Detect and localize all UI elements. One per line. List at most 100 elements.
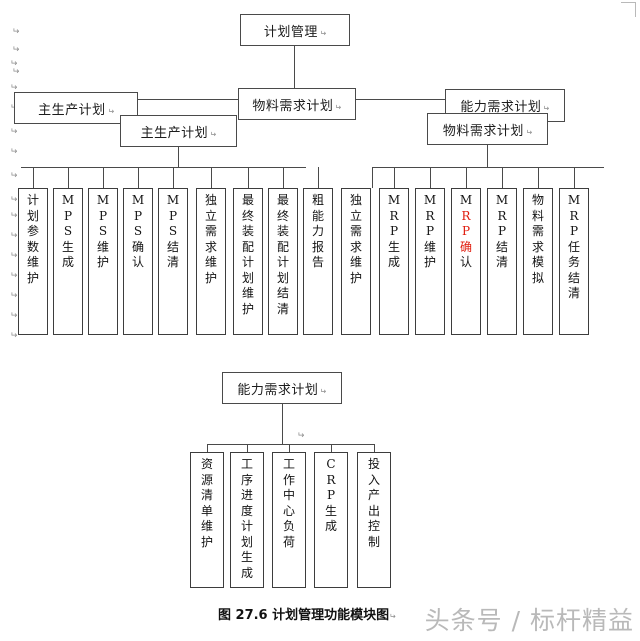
vertical-text-char: 需 <box>349 224 362 238</box>
paragraph-mark-icon: ↵ <box>10 171 18 181</box>
vertical-text-char: 投 <box>367 457 380 471</box>
vertical-text-char: P <box>461 224 471 238</box>
paragraph-mark-icon: ↵ <box>106 106 114 116</box>
mps-child-drop <box>211 167 212 188</box>
node-capacity-requirement-planning-detail-label: 能力需求计划↵ <box>237 382 327 398</box>
mps-child-drop <box>318 167 319 188</box>
vertical-text-char: 成 <box>61 255 74 269</box>
mrp-child-drop <box>394 167 395 188</box>
vertical-text-char: M <box>61 193 75 207</box>
vertical-text: 计划参数维护 <box>19 189 47 334</box>
paragraph-mark-icon: ↵ <box>10 291 18 301</box>
leaf-crp-child-1: 工序进度计划生成 <box>230 452 264 588</box>
vertical-text-char: 装 <box>276 224 289 238</box>
leaf-mps-child-7: 最终装配计划结清 <box>268 188 298 335</box>
paragraph-mark-icon: ↵ <box>542 104 550 113</box>
vertical-text-char: 力 <box>311 224 324 238</box>
node-capacity-requirement-planning-label: 能力需求计划↵ <box>460 100 550 115</box>
vertical-text-char: S <box>168 224 178 238</box>
vertical-text-char: 作 <box>282 472 295 487</box>
vertical-text-char: 划 <box>241 270 254 285</box>
crp-child-drop <box>374 444 375 452</box>
mrp-child-drop <box>574 167 575 188</box>
vertical-text-char: 清 <box>495 255 508 269</box>
vertical-text-char: 清 <box>567 286 580 300</box>
page-corner-mark <box>621 2 636 17</box>
vertical-text-char: 成 <box>324 519 337 533</box>
vertical-text-char: C <box>326 457 336 471</box>
vertical-text-char: 资 <box>200 457 213 471</box>
vertical-text-char: 告 <box>311 255 324 269</box>
vertical-text-char: 源 <box>200 472 213 487</box>
mps-child-drop <box>138 167 139 188</box>
vertical-text-char: 护 <box>26 270 39 285</box>
paragraph-mark-icon: ↵ <box>10 127 18 137</box>
vertical-text-char: 维 <box>96 239 109 254</box>
vertical-text-char: 拟 <box>531 270 544 285</box>
vertical-text-char: 能 <box>311 208 324 223</box>
vertical-text-char: 中 <box>282 488 295 502</box>
mrp-child-drop <box>502 167 503 188</box>
vertical-text-char: M <box>166 193 180 207</box>
vertical-text-char: P <box>63 208 73 223</box>
vertical-text-char: 度 <box>240 503 253 518</box>
vertical-text-char: 序 <box>240 472 253 487</box>
vertical-text-char: 维 <box>200 519 213 533</box>
vertical-text-char: M <box>131 193 145 207</box>
crp-bus <box>207 444 374 445</box>
vertical-text-char: 料 <box>531 208 544 223</box>
paragraph-mark-icon: ↵ <box>10 195 18 205</box>
mrp-child-drop <box>430 167 431 188</box>
leaf-mrp-child-5: 物料需求模拟 <box>523 188 553 335</box>
vertical-text-char: 计 <box>240 519 253 533</box>
vertical-text-char: P <box>168 208 178 223</box>
vertical-text-char: R <box>425 208 435 223</box>
mrp-bus <box>372 167 604 168</box>
paragraph-mark-icon: ↵ <box>389 612 396 621</box>
crp-child-drop <box>289 444 290 452</box>
root-stem <box>294 46 295 99</box>
vertical-text-char: R <box>461 208 471 223</box>
vertical-text-char: 划 <box>240 534 253 549</box>
vertical-text-char: 划 <box>26 208 39 223</box>
vertical-text-char: M <box>387 193 401 207</box>
mps-child-drop <box>33 167 34 188</box>
vertical-text-char: 结 <box>166 239 179 254</box>
vertical-text-char: 求 <box>531 239 544 254</box>
vertical-text-char: 配 <box>276 239 289 254</box>
paragraph-mark-icon: ↵ <box>10 271 18 281</box>
vertical-text-char: 控 <box>367 519 380 533</box>
crp-child-drop <box>207 444 208 452</box>
vertical-text-char: 工 <box>240 457 253 471</box>
vertical-text-char: 护 <box>96 255 109 269</box>
vertical-text-char: 维 <box>204 255 217 269</box>
vertical-text-char: 清 <box>200 488 213 502</box>
vertical-text-char: 认 <box>459 255 472 269</box>
vertical-text-char: M <box>423 193 437 207</box>
leaf-mps-child-0: 计划参数维护 <box>18 188 48 335</box>
vertical-text-char: 最 <box>276 193 289 207</box>
vertical-text-char: P <box>389 224 399 238</box>
vertical-text-char: R <box>497 208 507 223</box>
vertical-text-char: 成 <box>387 255 400 269</box>
mrp-child-drop <box>466 167 467 188</box>
vertical-text: 投入产出控制 <box>358 453 390 587</box>
vertical-text: 物料需求模拟 <box>524 189 552 334</box>
vertical-text-char: 进 <box>240 488 253 502</box>
vertical-text: 独立需求维护 <box>342 189 370 334</box>
paragraph-mark-icon: ↵ <box>10 147 18 157</box>
vertical-text-char: 出 <box>367 503 380 518</box>
vertical-text-char: 护 <box>241 301 254 316</box>
vertical-text-char: 护 <box>423 255 436 269</box>
vertical-text-char: 维 <box>423 239 436 254</box>
vertical-text-char: 独 <box>204 193 217 207</box>
leaf-crp-child-2: 工作中心负荷 <box>272 452 306 588</box>
vertical-text-char: P <box>497 224 507 238</box>
